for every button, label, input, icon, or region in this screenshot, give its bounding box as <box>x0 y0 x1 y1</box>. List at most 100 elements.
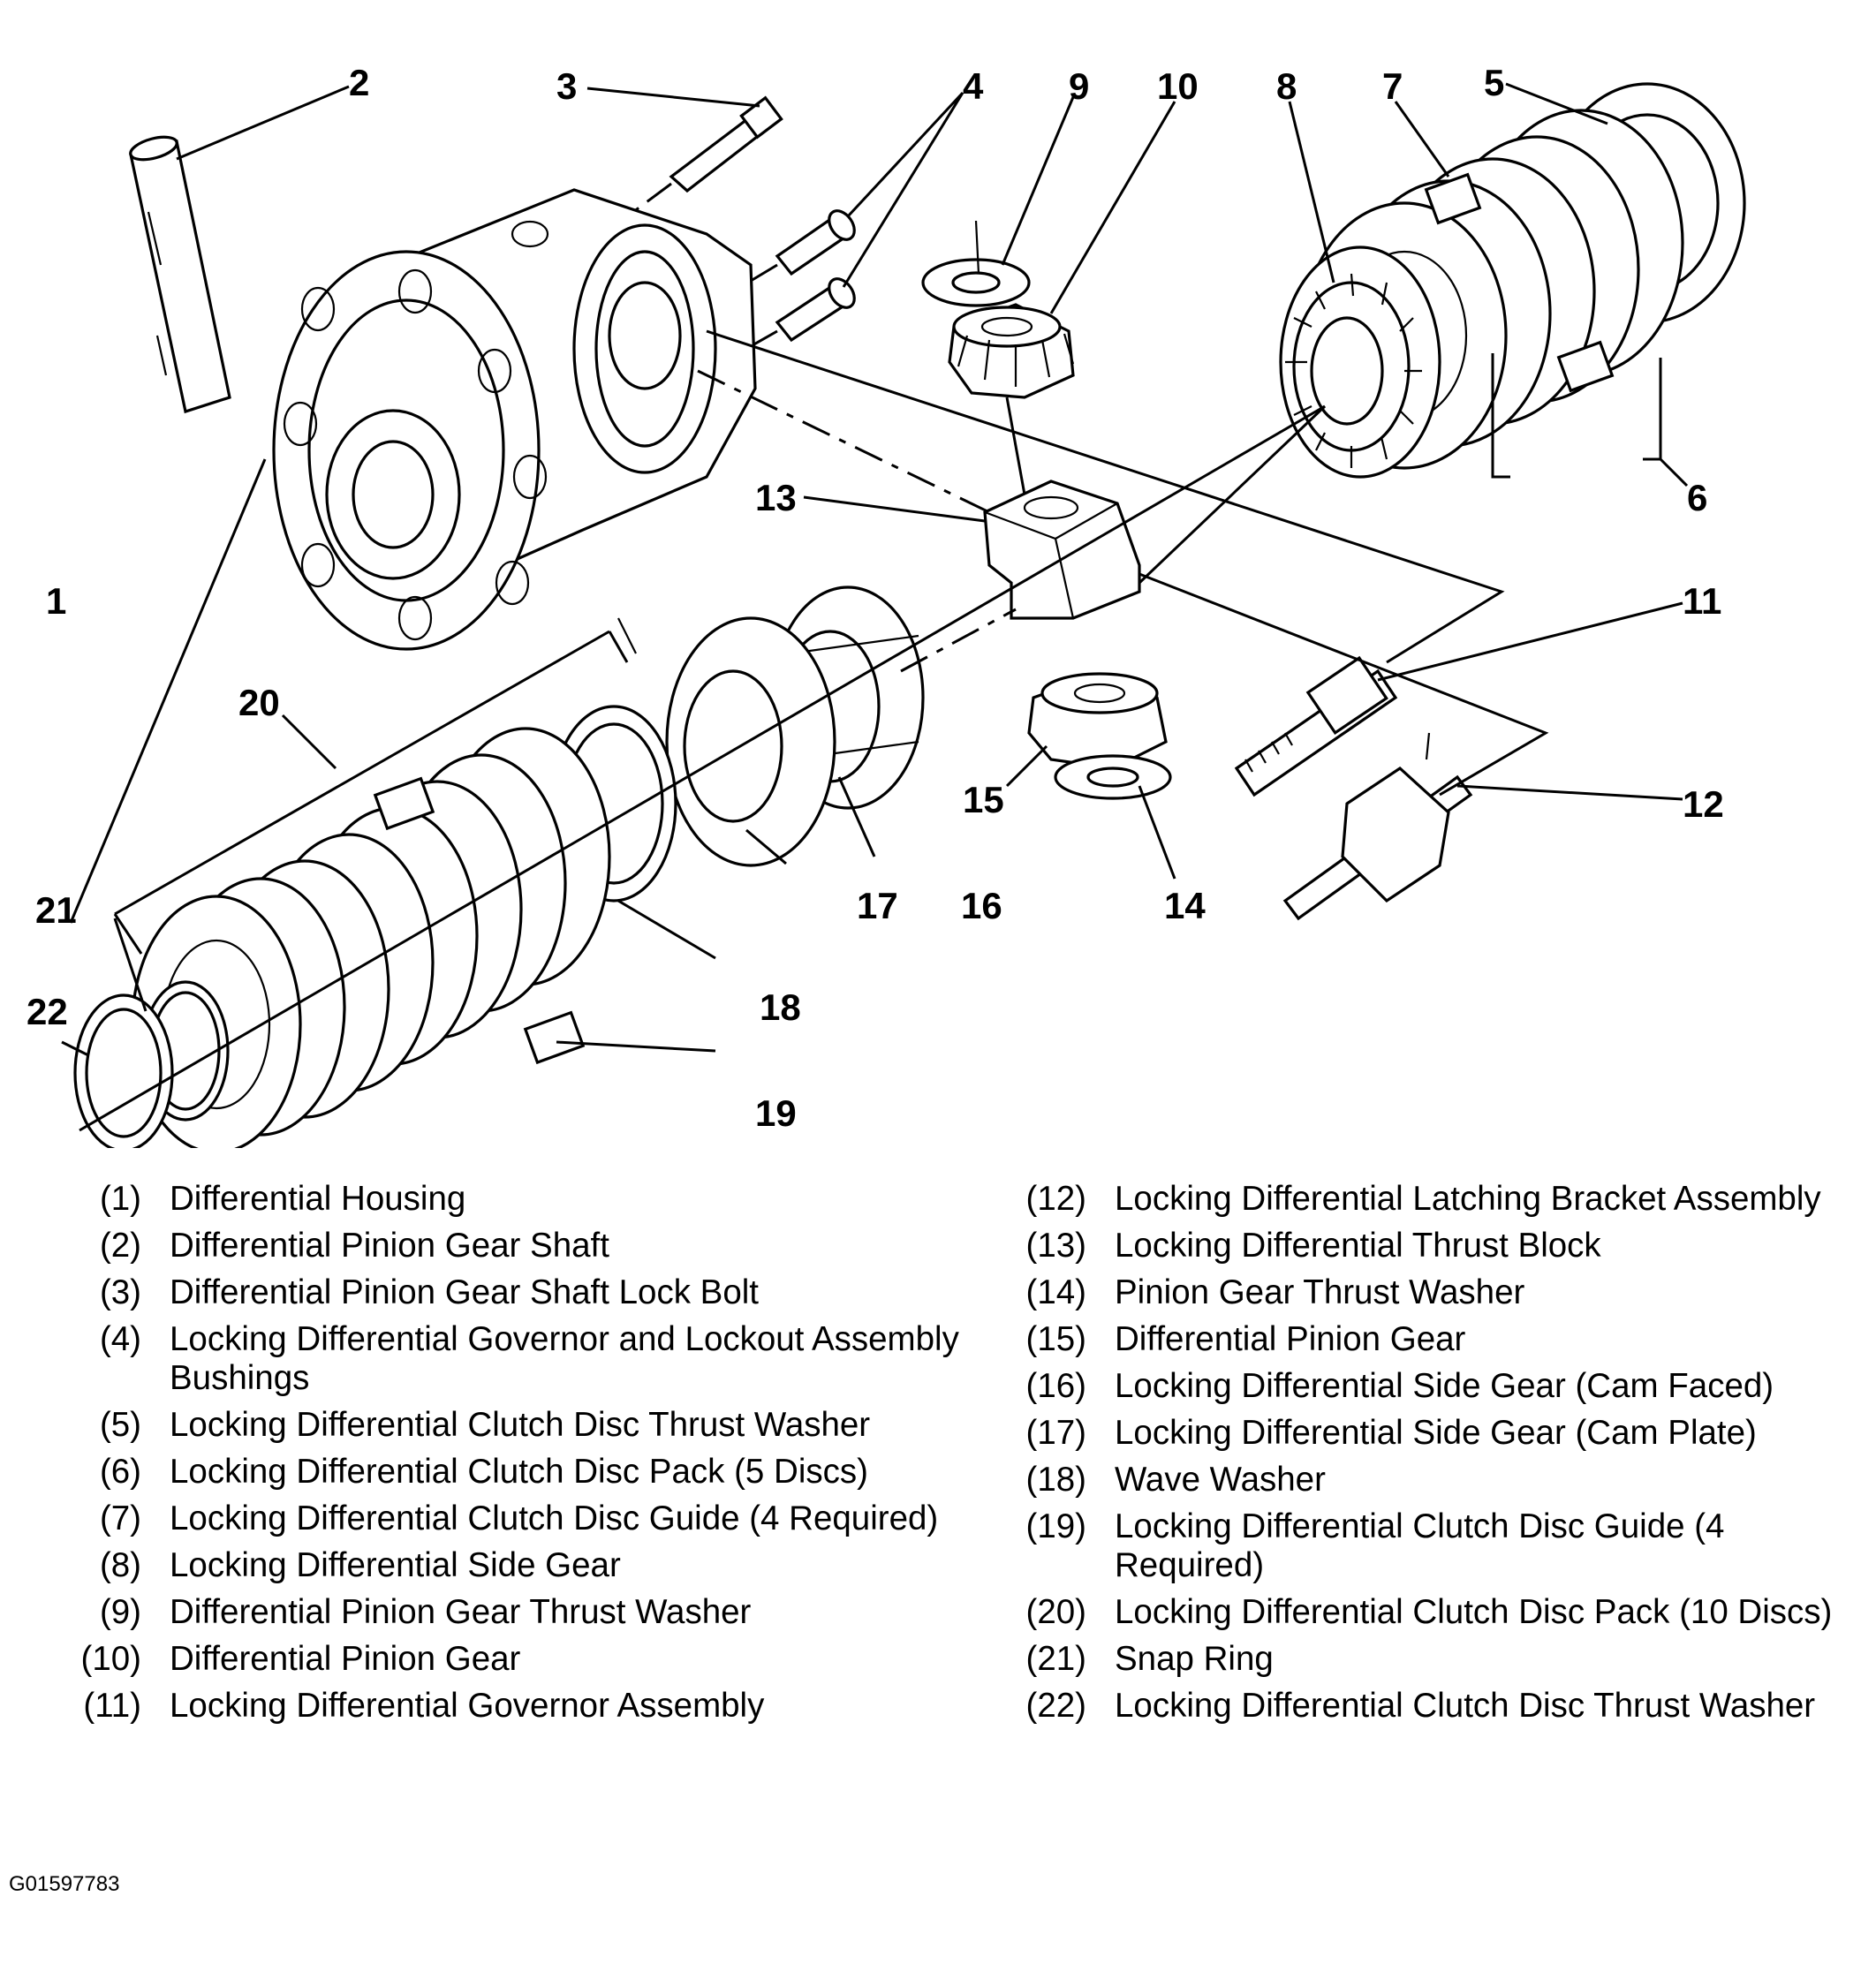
legend-number: (19) <box>1025 1507 1086 1545</box>
legend-label: Locking Differential Clutch Disc Thrust … <box>1115 1687 1816 1725</box>
legend-left: (1) Differential Housing (2) Differential … <box>44 1180 980 1734</box>
callout-18: 18 <box>760 986 801 1028</box>
legend-item: (5) Locking Differential Clutch Disc Thru… <box>44 1406 980 1445</box>
legend-item: (1) Differential Housing <box>44 1180 980 1219</box>
legend-number: (11) <box>83 1687 141 1725</box>
legend-item: (3)Differential Pinion Gear Shaft Lock B… <box>44 1273 980 1312</box>
thrust-washer-left <box>73 993 174 1148</box>
callout-15: 15 <box>963 779 1004 820</box>
callout-10: 10 <box>1157 65 1199 107</box>
legend-label: Differential Pinion Gear Shaft Lock Bolt <box>170 1273 759 1311</box>
legend-label: Locking Differential Clutch Disc Guide (… <box>1115 1507 1725 1584</box>
legend-item: (22) Locking Differential Clutch Disc Thr… <box>1023 1687 1853 1726</box>
legend-number: (8) <box>99 1546 141 1584</box>
legend-item: (12) Locking Differential Latching Bracke… <box>1023 1180 1853 1219</box>
callout-6: 6 <box>1687 477 1707 518</box>
legend-item: (9) Differential Pinion Gear Thrust Washe… <box>44 1593 980 1632</box>
legend-label: Differential Pinion Gear <box>1115 1320 1466 1358</box>
legend-label: Locking Differential Latching Bracket As… <box>1115 1180 1821 1218</box>
legend-item: (8)Locking Differential Side Gear <box>44 1546 980 1585</box>
legend-item: (15) Differential Pinion Gear <box>1023 1320 1853 1359</box>
legend-number: (16) <box>1025 1367 1086 1405</box>
legend-number: (12) <box>1025 1180 1086 1218</box>
callout-9: 9 <box>1069 65 1089 107</box>
legend-item: (16) Locking Differential Side Gear (Cam … <box>1023 1367 1853 1406</box>
assembly-lines <box>79 329 1549 1132</box>
legend-number: (13) <box>1025 1227 1086 1265</box>
legend-item: (14) Pinion Gear Thrust Washer <box>1023 1273 1853 1312</box>
governor-assembly <box>1234 655 1398 797</box>
latching-bracket <box>1282 732 1473 921</box>
side-gear-cam-plate <box>665 616 836 867</box>
legend-item: (2) Differential Pinion Gear Shaft <box>44 1227 980 1265</box>
callout-21: 21 <box>35 889 77 931</box>
legend-item: (10) Differential Pinion Gear <box>44 1640 980 1679</box>
clutch-pack-10-discs <box>131 727 611 1148</box>
callout-7: 7 <box>1382 65 1403 107</box>
callout-12: 12 <box>1683 783 1724 825</box>
legend-item: (20)Locking Differential Clutch Disc Pac… <box>1023 1593 1853 1632</box>
callout-8: 8 <box>1276 65 1297 107</box>
legend-label: Locking Differential Governor and Lockou… <box>170 1320 959 1397</box>
legend-item: (18) Wave Washer <box>1023 1461 1853 1499</box>
callout-5: 5 <box>1484 62 1504 103</box>
legend-label: Wave Washer <box>1115 1461 1326 1499</box>
legend-label: Differential Pinion Gear Thrust Washer <box>170 1593 752 1631</box>
callout-14: 14 <box>1164 885 1206 926</box>
pinion-thrust-washer-lower <box>1054 754 1172 800</box>
callout-20: 20 <box>238 682 280 723</box>
differential-housing <box>272 188 757 654</box>
legend-label: Differential Pinion Gear <box>170 1640 521 1678</box>
legend-item: (4)Locking Differential Governor and Loc… <box>44 1320 980 1398</box>
legend-number: (10) <box>80 1640 141 1678</box>
legend-label: Differential Housing <box>170 1180 466 1218</box>
callout-19: 19 <box>755 1092 797 1134</box>
legend-number: (7) <box>99 1499 141 1537</box>
legend-item: (17)Locking Differential Side Gear (Cam … <box>1023 1414 1853 1453</box>
clutch-pack-bracket-20 <box>113 630 629 955</box>
legend-number: (21) <box>1025 1640 1086 1678</box>
legend-label: Locking Differential Clutch Disc Guide (… <box>170 1499 939 1537</box>
legend-label: Locking Differential Clutch Disc Pack (5… <box>170 1453 868 1491</box>
legend-label: Locking Differential Governor Assembly <box>170 1687 765 1725</box>
legend-label: Locking Differential Side Gear (Cam Face… <box>1115 1367 1774 1405</box>
callout-11: 11 <box>1683 580 1721 622</box>
legend-label: Differential Pinion Gear Shaft <box>170 1227 609 1265</box>
legend-label: Locking Differential Side Gear (Cam Plat… <box>1115 1414 1757 1452</box>
figure-id: G01597783 <box>9 1872 120 1896</box>
legend-item: (21) Snap Ring <box>1023 1640 1853 1679</box>
legend-item: (19) Locking Differential Clutch Disc Gui… <box>1023 1507 1853 1585</box>
legend-number: (9) <box>99 1593 141 1631</box>
callout-4: 4 <box>963 65 984 107</box>
pinion-gear-shaft <box>129 135 231 414</box>
bushings <box>750 209 856 348</box>
legend-number: (20) <box>1025 1593 1086 1631</box>
callout-1: 1 <box>46 580 66 622</box>
legend-right: (12) Locking Differential Latching Bracke… <box>1023 1180 1853 1734</box>
pinion-gear-upper <box>948 303 1075 399</box>
legend-number: (18) <box>1025 1461 1086 1499</box>
callout-2: 2 <box>349 62 369 103</box>
callout-22: 22 <box>26 991 68 1032</box>
pinion-thrust-washer <box>921 220 1031 307</box>
callout-13: 13 <box>755 477 797 518</box>
legend-number: (2) <box>99 1227 141 1265</box>
leader-lines <box>61 82 1689 1057</box>
clutch-pack-5-discs <box>1301 82 1746 470</box>
legend-number: (22) <box>1025 1687 1086 1725</box>
legend-label: Locking Differential Thrust Block <box>1115 1227 1601 1265</box>
legend-item: (11) Locking Differential Governor Assemb… <box>44 1687 980 1726</box>
legend-number: (5) <box>99 1406 141 1444</box>
callout-16: 16 <box>961 885 1002 926</box>
legend-item: (6)Locking Differential Clutch Disc Pack… <box>44 1453 980 1492</box>
legend-label: Locking Differential Clutch Disc Thrust … <box>170 1406 871 1444</box>
callout-numbers: 1 2 3 4 5 6 7 8 9 10 11 12 13 14 15 16 1… <box>26 62 1724 1134</box>
lock-bolt <box>609 95 783 231</box>
legend-label: Snap Ring <box>1115 1640 1274 1678</box>
legend-label: Pinion Gear Thrust Washer <box>1115 1273 1525 1311</box>
exploded-view-diagram: 1 2 3 4 5 6 7 8 9 10 11 12 13 14 15 16 1… <box>26 62 1746 1148</box>
side-gear-right <box>1279 245 1441 479</box>
legend-number: (15) <box>1025 1320 1086 1358</box>
legend-number: (14) <box>1025 1273 1086 1311</box>
legend-number: (1) <box>99 1180 141 1218</box>
